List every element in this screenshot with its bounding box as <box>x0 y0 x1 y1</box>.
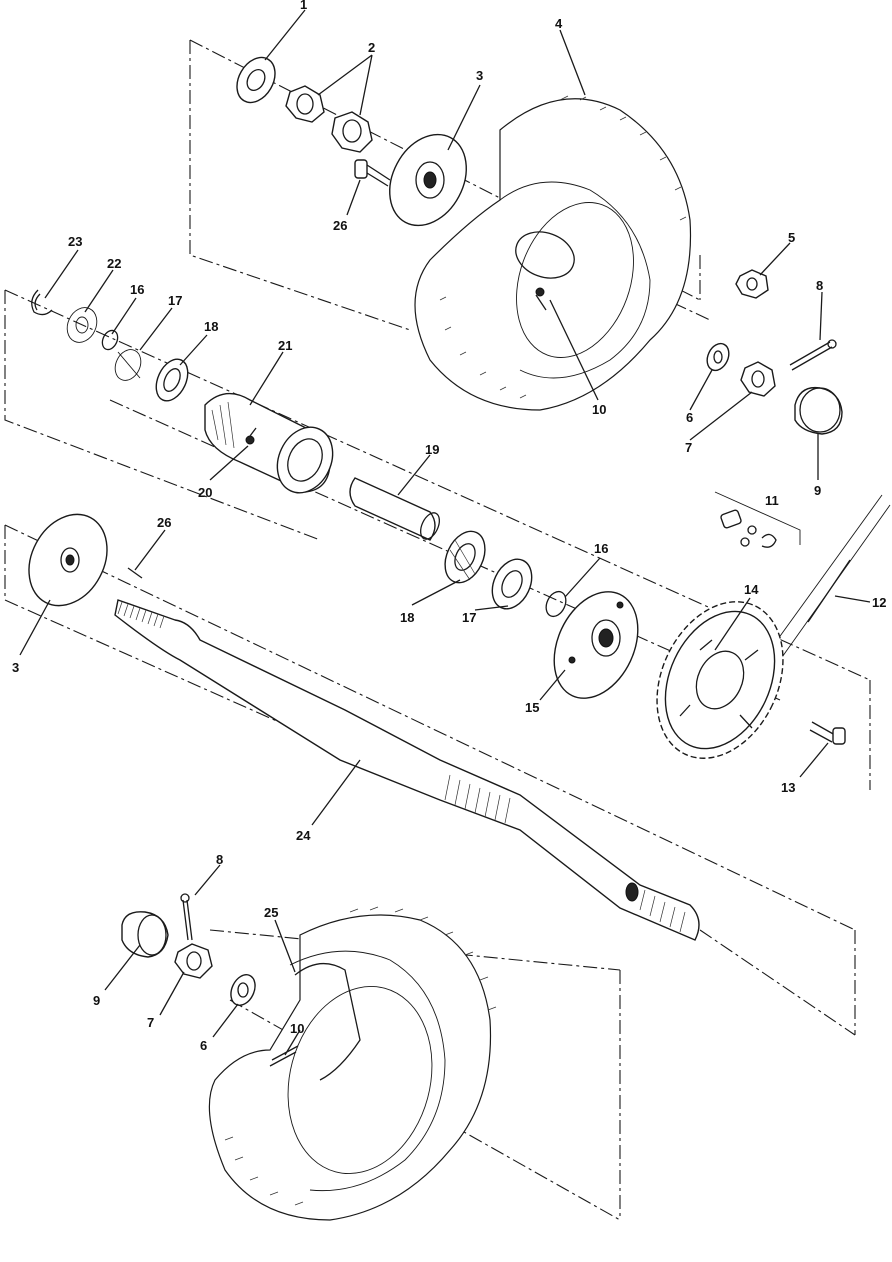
part-4-tire-top <box>414 95 692 411</box>
callout-25: 25 <box>264 905 278 920</box>
part-3-hub-plate-top <box>389 133 467 227</box>
callout-9-lower: 9 <box>93 993 100 1008</box>
callout-18-upper: 18 <box>204 319 218 334</box>
callout-3-top: 3 <box>476 68 483 83</box>
callout-5: 5 <box>788 230 795 245</box>
callout-17-upper: 17 <box>168 293 182 308</box>
callout-26-lower: 26 <box>157 515 171 530</box>
callout-6-lower: 6 <box>200 1038 207 1053</box>
part-26-bolt-top <box>354 159 391 187</box>
part-9-hub-cap-lower <box>121 911 169 958</box>
callout-10-top: 10 <box>592 402 606 417</box>
part-17-bearing-lower <box>491 558 533 610</box>
part-19-spacer-tube <box>349 477 441 541</box>
callout-3-lower: 3 <box>12 660 19 675</box>
part-6-washer-top <box>706 342 730 372</box>
callout-19: 19 <box>425 442 439 457</box>
part-20-grease-fitting <box>245 427 257 445</box>
part-18-bearing-lower <box>444 530 486 584</box>
part-26-bolt-lower <box>127 567 143 579</box>
callout-12: 12 <box>872 595 886 610</box>
part-6-washer-lower <box>230 974 256 1006</box>
part-10-valve-lower <box>269 1045 299 1067</box>
part-12-chain <box>769 494 891 661</box>
part-16-o-ring-upper <box>101 329 119 351</box>
callout-8-lower: 8 <box>216 852 223 867</box>
part-9-hub-cap-top <box>794 386 843 435</box>
part-7-castle-nut-lower <box>174 943 213 979</box>
part-8-cotter-pin-lower <box>180 893 193 941</box>
part-10-valve-top <box>535 294 547 311</box>
callout-14: 14 <box>744 582 759 597</box>
callout-11: 11 <box>765 493 779 508</box>
callout-24: 24 <box>296 828 311 843</box>
callout-13: 13 <box>781 780 795 795</box>
callout-7-top: 7 <box>685 440 692 455</box>
part-18-bearing-upper <box>155 358 189 402</box>
part-13-bolt <box>809 721 846 745</box>
callout-26-top: 26 <box>333 218 347 233</box>
part-5-nut <box>735 269 769 299</box>
part-16-o-ring-lower <box>545 590 567 618</box>
part-23-snap-ring <box>31 289 53 316</box>
part-21-bearing-housing <box>204 392 334 494</box>
part-7-castle-nut-top <box>740 361 776 397</box>
part-24-axle-shaft <box>114 599 700 941</box>
part-25-tire-lower <box>208 906 497 1221</box>
callout-17-lower: 17 <box>462 610 476 625</box>
leader-lines <box>19 9 871 1056</box>
part-14-sprocket <box>656 601 784 759</box>
part-3-hub-plate-lower <box>28 513 108 607</box>
callout-22: 22 <box>107 256 121 271</box>
part-15-sprocket-hub <box>553 591 639 699</box>
part-2-castle-nuts <box>285 85 373 153</box>
callout-4: 4 <box>555 16 563 31</box>
part-17-bearing-upper <box>114 349 142 381</box>
callout-1: 1 <box>300 0 307 12</box>
callout-15: 15 <box>525 700 539 715</box>
callout-8-top: 8 <box>816 278 823 293</box>
part-22-seal <box>66 307 98 343</box>
callout-labels: 1 2 3 4 26 23 22 16 17 18 21 5 8 6 7 10 … <box>12 0 886 1053</box>
part-1-washer <box>236 56 276 104</box>
callout-18-lower: 18 <box>400 610 414 625</box>
callout-20: 20 <box>198 485 212 500</box>
part-8-cotter-pin-top <box>789 339 837 371</box>
part-11-master-link <box>714 491 801 548</box>
callout-2: 2 <box>368 40 375 55</box>
callout-21: 21 <box>278 338 292 353</box>
callout-10-lower: 10 <box>290 1021 304 1036</box>
callout-16-upper: 16 <box>130 282 144 297</box>
callout-7-lower: 7 <box>147 1015 154 1030</box>
callout-6-top: 6 <box>686 410 693 425</box>
callout-23: 23 <box>68 234 82 249</box>
callout-9-top: 9 <box>814 483 821 498</box>
callout-16-lower: 16 <box>594 541 608 556</box>
